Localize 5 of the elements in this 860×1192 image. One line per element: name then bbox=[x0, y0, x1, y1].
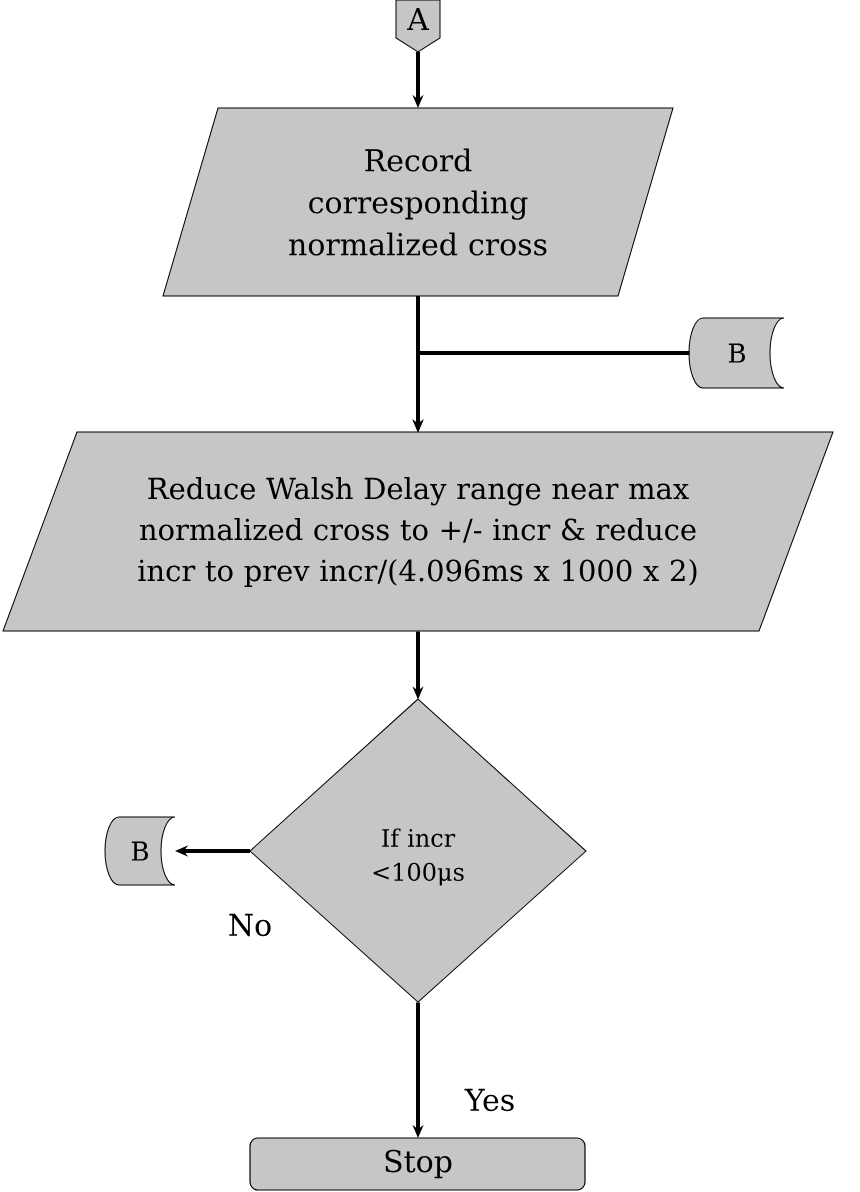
terminal-box: Stop bbox=[249, 1137, 586, 1191]
input-output-box: Record corresponding normalized cross bbox=[162, 107, 674, 297]
edge-label: Yes bbox=[463, 1087, 517, 1113]
off-page-connector: A bbox=[395, 0, 441, 53]
input-output-box: Reduce Walsh Delay range near max normalized cross to +/- incr & reduce incr to prev incr/(4.096ms x 1000 x 2) bbox=[2, 431, 834, 632]
